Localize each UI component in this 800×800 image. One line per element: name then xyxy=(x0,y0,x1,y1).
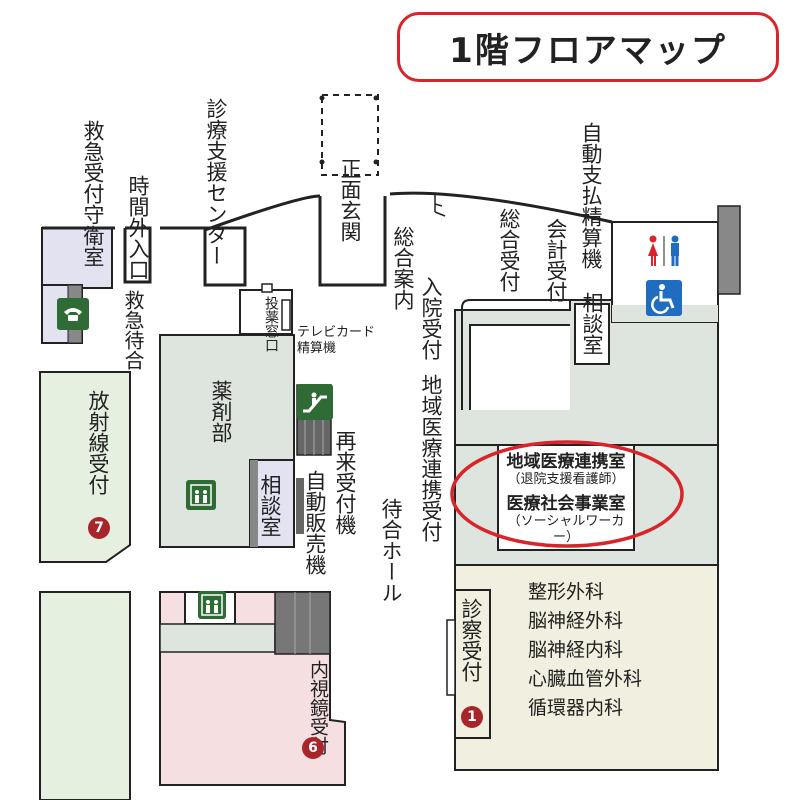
restroom-icon xyxy=(643,234,685,268)
reentry-label: 再来受付機 xyxy=(333,430,357,535)
elevator-icon xyxy=(186,480,216,510)
tv-card-label: テレビカード精算機 xyxy=(297,325,376,356)
page-title: 1階フロアマップ xyxy=(449,30,727,71)
waiting-hall-label: 待合ホール xyxy=(379,498,403,603)
security-room xyxy=(41,227,113,289)
escalator-icon xyxy=(297,384,333,420)
department-item: 循環器内科 xyxy=(528,697,624,719)
radiology-room xyxy=(39,371,131,563)
cashier-label: 会計受付 xyxy=(544,218,568,302)
social-work-sub: （ソーシャルワーカー） xyxy=(507,514,625,545)
consult-right-label: 相談室 xyxy=(580,292,604,355)
department-item: 心臓血管外科 xyxy=(528,668,643,690)
department-item: 整形外科 xyxy=(528,581,605,603)
endoscopy-label: 内視鏡受付 xyxy=(307,660,329,755)
pharmacy-window-label: 投薬窓口 xyxy=(263,296,279,352)
pharmacy-label: 薬剤部 xyxy=(209,380,233,443)
security-label: 救急受付守衛室 xyxy=(81,120,105,267)
radiology-badge: 7 xyxy=(88,517,110,539)
general-reception-label: 総合受付 xyxy=(497,208,521,292)
phone-icon xyxy=(57,298,89,330)
vending-machine xyxy=(296,478,304,534)
title-box: 1階フロアマップ xyxy=(397,12,779,82)
main-entrance-label: 正面玄関 xyxy=(338,158,362,242)
department-list: 整形外科 脳神経外科 脳神経内科 心臓血管外科 循環器内科 xyxy=(528,578,642,723)
exam-badge: 1 xyxy=(461,706,483,728)
regional-desk-label: 地域医療連携受付 xyxy=(419,374,443,542)
facade-curve xyxy=(204,194,321,232)
auto-payment-label: 自動支払精算機 xyxy=(579,122,603,269)
outpatient-area xyxy=(454,564,719,771)
department-item: 脳神経内科 xyxy=(528,639,624,661)
main-entrance-vestibule xyxy=(321,94,379,176)
consult-left-label: 相談室 xyxy=(258,474,282,537)
support-center-label: 診療支援センター xyxy=(204,98,228,266)
regional-office-sub: （退院支援看護師） xyxy=(507,472,625,488)
regional-office-box: 地域医療連携室 （退院支援看護師） 医療社会事業室 （ソーシャルワーカー） xyxy=(500,452,632,546)
highlight-ellipse xyxy=(450,440,684,548)
regional-office-label: 地域医療連携室 xyxy=(506,452,626,472)
social-work-label: 医療社会事業室 xyxy=(506,493,626,514)
exam-reception-label: 診察受付 xyxy=(459,598,483,682)
department-item: 脳神経外科 xyxy=(528,610,624,632)
elevator-icon xyxy=(198,591,226,619)
vending-label: 自動販売機 xyxy=(303,470,327,575)
radiology-label: 放射線受付 xyxy=(86,390,110,495)
info-label: 総合案内 xyxy=(391,226,415,310)
night-entrance-label: 時間外入口 xyxy=(126,175,150,280)
admission-label: 入院受付 xyxy=(419,276,443,360)
emergency-wait-label: 救急待合 xyxy=(121,290,145,370)
endoscopy-badge: 6 xyxy=(302,737,324,759)
wheelchair-icon xyxy=(646,280,682,316)
